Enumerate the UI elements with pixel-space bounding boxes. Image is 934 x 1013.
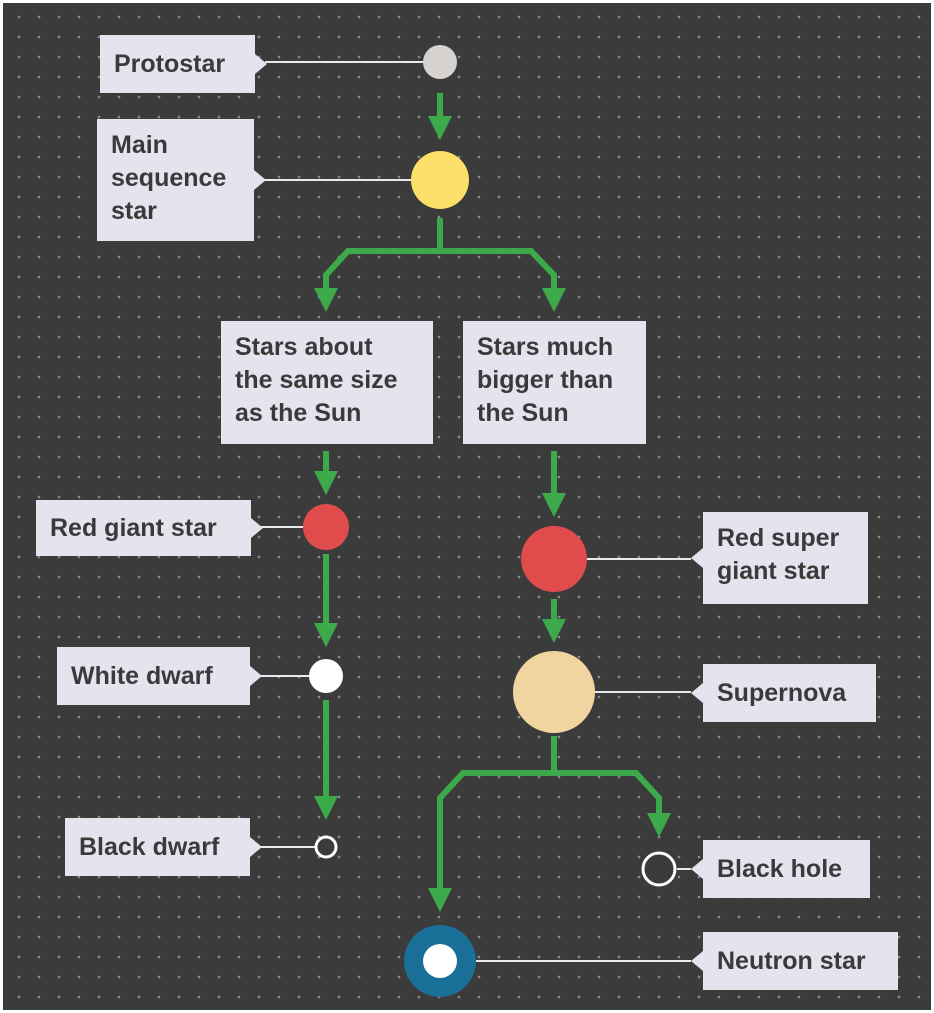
star-life-cycle-diagram: Protostar Main sequence star Stars about…: [3, 3, 931, 1010]
label-stars-bigger: Stars much bigger than the Sun: [463, 321, 646, 444]
label-red-giant-text: Red giant star: [50, 513, 217, 542]
label-white-dwarf: White dwarf: [57, 647, 262, 705]
red-giant-circle: [303, 504, 349, 550]
label-protostar: Protostar: [100, 35, 267, 93]
arrow-to-small-stars: [314, 248, 440, 312]
supernova-circle: [513, 651, 595, 733]
diagram-graphics: [261, 45, 691, 997]
red-super-giant-circle: [521, 526, 587, 592]
label-neutron-star-text: Neutron star: [717, 946, 866, 975]
label-supernova: Supernova: [691, 664, 876, 722]
label-stars-bigger-text: Stars much bigger than the Sun: [477, 333, 614, 427]
label-red-super-giant-text: Red super giant star: [717, 524, 840, 585]
label-black-dwarf-text: Black dwarf: [79, 832, 220, 861]
label-stars-same-size: Stars about the same size as the Sun: [221, 321, 433, 444]
black-hole-circle: [641, 851, 677, 887]
white-dwarf-circle: [309, 659, 343, 693]
label-main-sequence-text: Main sequence star: [111, 131, 227, 225]
label-white-dwarf-text: White dwarf: [71, 661, 213, 690]
label-stars-same-size-text: Stars about the same size as the Sun: [235, 333, 398, 427]
label-supernova-text: Supernova: [717, 678, 847, 707]
arrow-to-neutron-star: [428, 770, 554, 912]
arrow-to-big-stars: [440, 248, 566, 312]
black-dwarf-circle: [314, 835, 338, 859]
label-red-giant: Red giant star: [36, 500, 263, 556]
main-sequence-circle: [411, 151, 469, 209]
label-black-hole: Black hole: [691, 840, 870, 898]
label-protostar-text: Protostar: [114, 49, 226, 78]
label-red-super-giant: Red super giant star: [691, 512, 868, 604]
label-black-dwarf: Black dwarf: [65, 818, 262, 876]
label-black-hole-text: Black hole: [717, 854, 843, 883]
neutron-star-core: [423, 944, 457, 978]
arrow-to-black-hole: [554, 770, 671, 837]
protostar-circle: [423, 45, 457, 79]
label-main-sequence: Main sequence star: [97, 119, 266, 241]
label-neutron-star: Neutron star: [691, 932, 898, 990]
